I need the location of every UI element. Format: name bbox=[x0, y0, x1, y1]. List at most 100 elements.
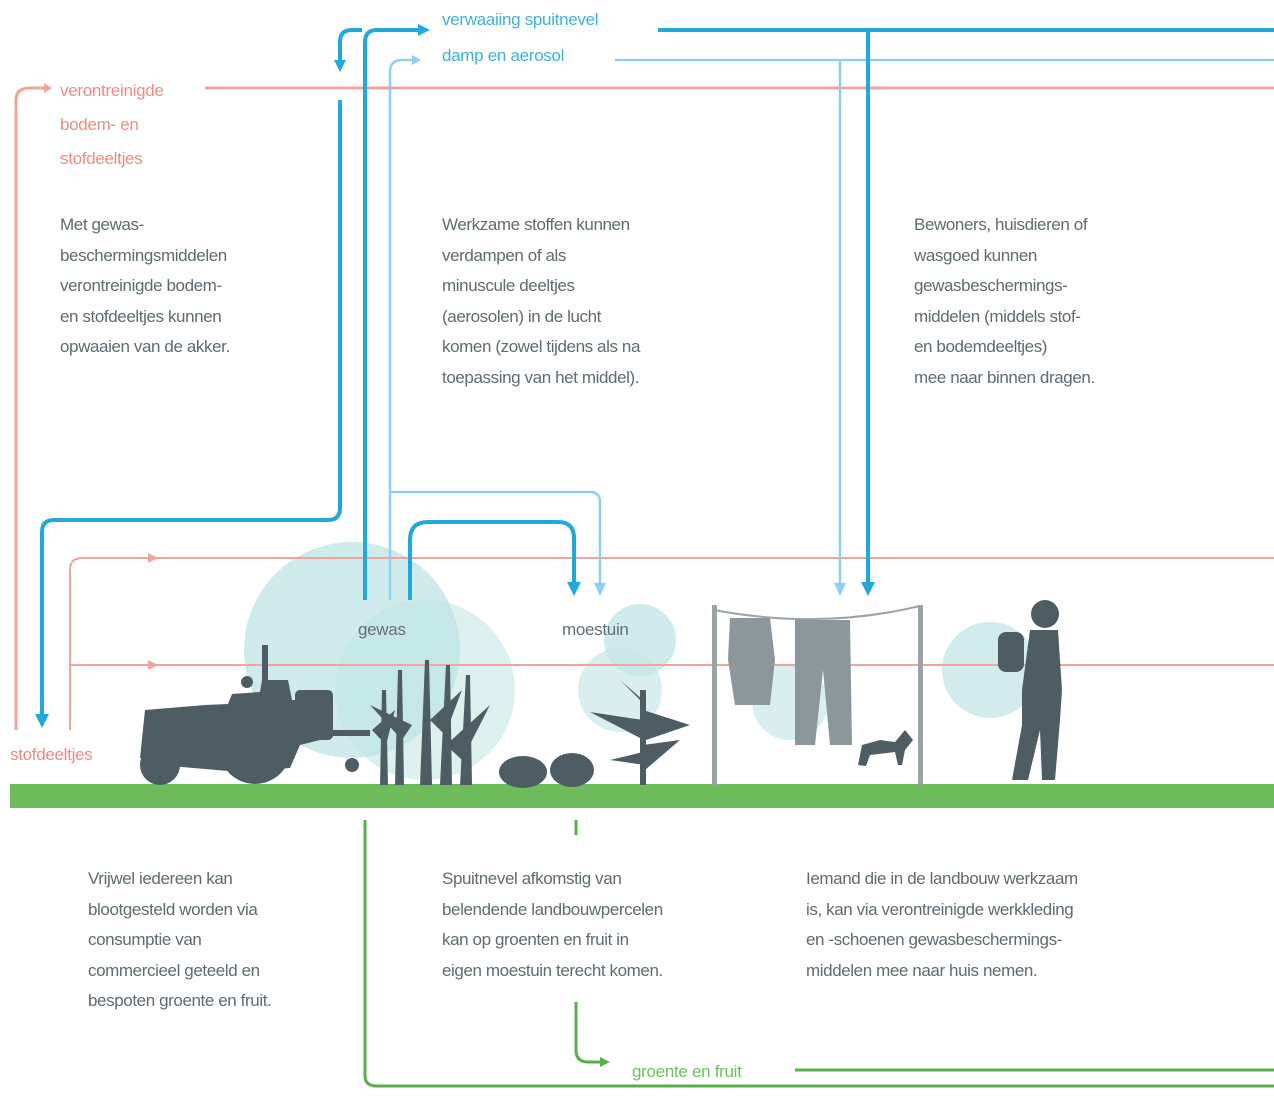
drift-arrow-garden bbox=[567, 582, 581, 596]
description-line: blootgesteld worden via bbox=[88, 899, 258, 919]
description-line: bespoten groente en fruit. bbox=[88, 991, 272, 1010]
drift-arrow-hook bbox=[334, 60, 346, 72]
description-line: en -schoenen gewasbeschermings- bbox=[806, 930, 1062, 949]
description-line: gewasbeschermings- bbox=[914, 276, 1068, 295]
ground-strip bbox=[10, 784, 1274, 808]
laundry-line bbox=[713, 605, 921, 621]
garden-silhouette bbox=[499, 680, 690, 788]
drift-soil-down bbox=[40, 100, 342, 718]
residents-description: Bewoners, huisdieren of wasgoed kunnen g… bbox=[914, 210, 1095, 393]
reed-leaves bbox=[370, 690, 490, 760]
soil-description: Met gewas- beschermingsmiddelen verontre… bbox=[60, 210, 230, 363]
spray-drift-label: verwaaiing spuitnevel bbox=[442, 10, 599, 29]
description-line: wasgoed kunnen bbox=[914, 245, 1037, 265]
produce-flow-lines bbox=[363, 820, 1274, 1088]
produce-garden-drop bbox=[574, 820, 600, 1064]
dust-arrows bbox=[44, 83, 158, 670]
description-line: commercieel geteeld en bbox=[88, 960, 260, 980]
laundry-silhouette bbox=[712, 605, 923, 785]
description-line: Iemand die in de landbouw werkzaam bbox=[806, 869, 1078, 888]
drift-arrow-top bbox=[418, 24, 430, 36]
soil-left-loop bbox=[14, 86, 44, 730]
description-line: komen (zowel tijdens als na bbox=[442, 337, 641, 356]
produce-long-loop bbox=[363, 820, 1274, 1088]
sprayer-nozzle bbox=[345, 758, 359, 772]
description-line: (aerosolen) in de lucht bbox=[442, 306, 602, 326]
description-line: Vrijwel iedereen kan bbox=[88, 869, 233, 888]
person-head bbox=[1031, 600, 1059, 628]
drift-left-up bbox=[363, 28, 418, 600]
drift-arrow-person bbox=[861, 582, 875, 596]
vapour-label: damp en aerosol bbox=[442, 46, 565, 65]
description-line: Spuitnevel afkomstig van bbox=[442, 869, 622, 888]
plant-leaves bbox=[590, 680, 690, 770]
produce-arrows bbox=[600, 1057, 610, 1067]
person-silhouette bbox=[998, 600, 1062, 780]
description-line: verdampen of als bbox=[442, 245, 567, 265]
person-body bbox=[1012, 630, 1062, 780]
consumption-description: Vrijwel iedereen kan blootgesteld worden… bbox=[88, 864, 272, 1017]
vapour-garden-loop bbox=[390, 490, 602, 585]
description-line: verontreinigde bodem- bbox=[60, 276, 222, 295]
drift-left-hook bbox=[338, 28, 362, 62]
tractor-driver-head bbox=[241, 676, 253, 688]
drift-garden-loop bbox=[408, 520, 576, 600]
vapour-left-stub bbox=[388, 58, 412, 600]
crop-silhouette bbox=[370, 660, 490, 785]
dust-arrow-upper bbox=[148, 553, 158, 563]
description-line: opwaaien van de akker. bbox=[60, 337, 230, 356]
garden-label: moestuin bbox=[562, 620, 629, 639]
vapour-arrow-top bbox=[412, 55, 421, 65]
dust-line-upper bbox=[69, 557, 1274, 730]
drift-arrow-dust bbox=[35, 714, 49, 728]
description-line: middelen (middels stof- bbox=[914, 306, 1081, 326]
description-line: eigen moestuin terecht komen. bbox=[442, 960, 663, 980]
vapour-arrow-laundry bbox=[834, 583, 846, 596]
description-line: is, kan via verontreinigde werkkleding bbox=[806, 899, 1074, 919]
laundry-pole-left bbox=[712, 605, 717, 785]
description-line: middelen mee naar huis nemen. bbox=[806, 960, 1038, 980]
description-line: consumptie van bbox=[88, 930, 202, 949]
description-line: en bodemdeeltjes) bbox=[914, 337, 1048, 356]
vapour-arrow-garden bbox=[594, 583, 606, 596]
description-line: minuscule deeltjes bbox=[442, 276, 575, 295]
tractor-rear-wheel bbox=[219, 712, 291, 784]
dust-label: stofdeeltjes bbox=[10, 745, 93, 765]
produce-label: groente en fruit bbox=[632, 1062, 742, 1081]
soil-label-line: bodem- en bbox=[60, 115, 139, 134]
crop-label: gewas bbox=[358, 620, 406, 639]
drift-flow-lines bbox=[40, 28, 1274, 718]
workers-description: Iemand die in de landbouw werkzaam is, k… bbox=[806, 864, 1078, 986]
cabbage-2 bbox=[550, 753, 594, 787]
plant-stem bbox=[640, 690, 646, 785]
soil-dust-label: verontreinigde bodem- en stofdeeltjes bbox=[60, 74, 164, 176]
soil-arrow bbox=[44, 83, 52, 93]
produce-arrow bbox=[600, 1057, 610, 1067]
description-line: Werkzame stoffen kunnen bbox=[442, 215, 630, 234]
description-line: beschermingsmiddelen bbox=[60, 245, 227, 265]
dust-arrow-lower bbox=[148, 660, 158, 670]
sprayer-boom bbox=[330, 730, 370, 736]
backpack bbox=[998, 632, 1024, 672]
reed-3 bbox=[420, 660, 432, 785]
description-line: belendende landbouwpercelen bbox=[442, 899, 663, 919]
tractor-front-wheel bbox=[140, 745, 180, 785]
description-line: toepassing van het middel). bbox=[442, 367, 640, 387]
laundry-pole-right bbox=[918, 605, 923, 785]
soil-label-line: stofdeeltjes bbox=[60, 149, 143, 168]
tractor-exhaust bbox=[262, 645, 268, 685]
shirt bbox=[728, 618, 775, 705]
description-line: mee naar binnen dragen. bbox=[914, 367, 1095, 387]
tractor-silhouette bbox=[140, 645, 370, 785]
sprayer-tank bbox=[295, 690, 333, 740]
description-line: Met gewas- bbox=[60, 215, 144, 234]
description-line: Bewoners, huisdieren of bbox=[914, 215, 1088, 234]
vapour-arrows bbox=[412, 55, 846, 596]
trousers bbox=[795, 620, 852, 745]
vapour-description: Werkzame stoffen kunnen verdampen of als… bbox=[442, 210, 640, 393]
description-line: kan op groenten en fruit in bbox=[442, 930, 629, 949]
drift-arrows bbox=[35, 24, 875, 728]
cabbage-1 bbox=[499, 756, 547, 788]
